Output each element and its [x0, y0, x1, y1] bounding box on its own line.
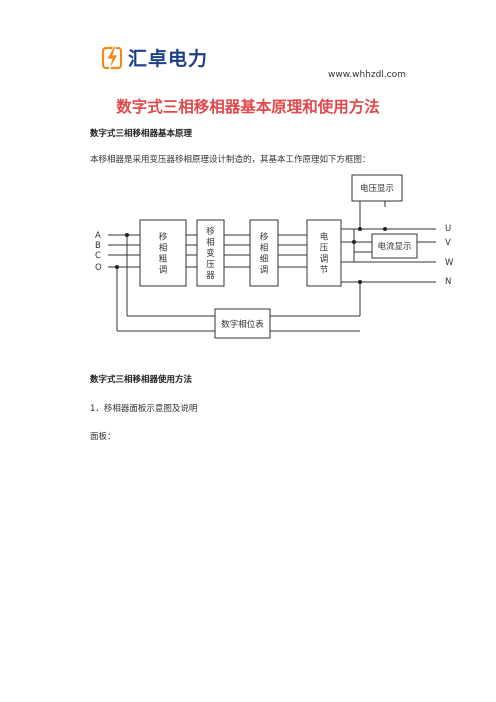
input-label: O: [95, 263, 102, 273]
block-label-voltage-reg: 节: [320, 266, 329, 276]
output-label: U: [445, 224, 451, 234]
input-label: B: [95, 241, 101, 251]
block-label-current-display: 电流显示: [377, 241, 411, 252]
block-label-fine: 移: [260, 232, 269, 243]
block-label-coarse: 调: [159, 266, 168, 276]
block-label-voltage-reg: 电: [320, 232, 329, 243]
output-label: V: [445, 238, 451, 248]
section-heading-principle: 数字式三相移相器基本原理: [90, 129, 193, 139]
document-title: 数字式三相移相器基本原理和使用方法: [116, 98, 380, 116]
section-heading-usage: 数字式三相移相器使用方法: [90, 375, 193, 385]
block-coarse-adjust: [139, 219, 187, 287]
output-label: W: [445, 258, 454, 268]
input-label: C: [95, 251, 101, 261]
brand-name: 汇卓电力: [128, 48, 209, 70]
lightning-logo-icon: [101, 45, 123, 70]
brand-logo: 汇卓电力: [100, 44, 208, 71]
block-label-voltage-reg: 压: [320, 244, 329, 254]
block-label-fine: 细: [260, 254, 269, 265]
output-label: N: [445, 277, 451, 287]
block-voltage-regulation: [306, 219, 342, 287]
block-label-voltage-reg: 调: [320, 255, 329, 265]
intro-paragraph: 本移相器是采用变压器移相原理设计制造的，其基本工作原理如下方框图：: [90, 155, 371, 165]
block-label-transformer: 器: [206, 271, 215, 281]
block-label-transformer: 相: [206, 237, 215, 248]
block-label-phase-meter: 数字相位表: [221, 319, 264, 330]
input-label: A: [95, 231, 101, 241]
block-label-fine: 调: [260, 266, 269, 276]
block-label-coarse: 移: [159, 232, 168, 243]
block-label-voltage-display: 电压显示: [360, 183, 394, 194]
block-label-transformer: 变: [206, 248, 215, 259]
block-label-coarse: 粗: [159, 254, 168, 265]
block-phase-transformer: [196, 219, 225, 287]
block-label-transformer: 压: [206, 260, 215, 270]
block-current-display: [371, 233, 418, 259]
panel-label: 面板：: [90, 432, 116, 442]
website-url[interactable]: www.whhzdl.com: [328, 70, 406, 80]
block-voltage-display: [351, 174, 403, 202]
block-label-fine: 相: [260, 243, 269, 254]
usage-item-1: 1．移相器面板示意图及说明: [90, 404, 198, 414]
block-label-transformer: 移: [206, 226, 215, 237]
block-label-coarse: 相: [159, 243, 168, 254]
block-phase-meter: [214, 308, 271, 339]
block-fine-adjust: [249, 219, 279, 287]
